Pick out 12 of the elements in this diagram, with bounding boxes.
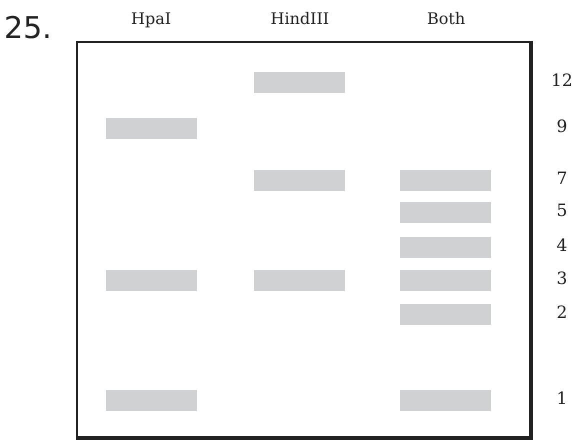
fragment-size: 1 <box>556 391 568 408</box>
fragment-size: 3 <box>556 271 568 288</box>
fragment-size: 7 <box>556 171 568 188</box>
fragment-size: 4 <box>556 238 568 255</box>
lane-label: HindIII <box>270 11 330 27</box>
fragment-size: 2 <box>556 305 568 322</box>
question-number: 25. <box>4 14 52 44</box>
fragment-size: 5 <box>556 203 568 220</box>
fragment-size: 9 <box>556 119 568 136</box>
lane-label: Both <box>427 11 466 27</box>
fragment-size: 12 <box>551 73 573 90</box>
lane-label: HpaI <box>131 11 172 27</box>
